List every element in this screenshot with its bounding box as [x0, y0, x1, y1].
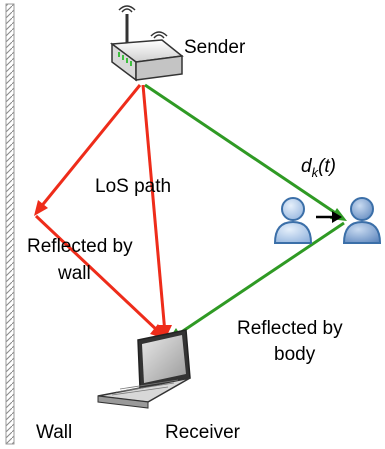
los-path-label: LoS path: [95, 176, 171, 197]
router-icon: [109, 5, 184, 82]
wall-reflection-label-line2: wall: [57, 263, 91, 284]
laptop-icon: [97, 329, 191, 409]
person-original-icon: [273, 197, 313, 244]
wall-reflection-path: [34, 84, 166, 339]
displacement-arrow: [316, 211, 342, 223]
body-reflection-path: [144, 83, 347, 342]
body-reflection-label-line2: body: [274, 344, 316, 365]
sender-label: Sender: [184, 37, 246, 58]
body-reflection-label-line1: Reflected by: [237, 318, 343, 339]
wall-label: Wall: [36, 422, 72, 443]
person-moved-icon: [342, 197, 382, 244]
los-path-arrow: [141, 84, 172, 340]
wall: [5, 3, 15, 445]
wall-reflection-label-line1: Reflected by: [27, 236, 133, 257]
receiver-label: Receiver: [165, 422, 241, 443]
displacement-label: dk(t): [301, 156, 336, 180]
